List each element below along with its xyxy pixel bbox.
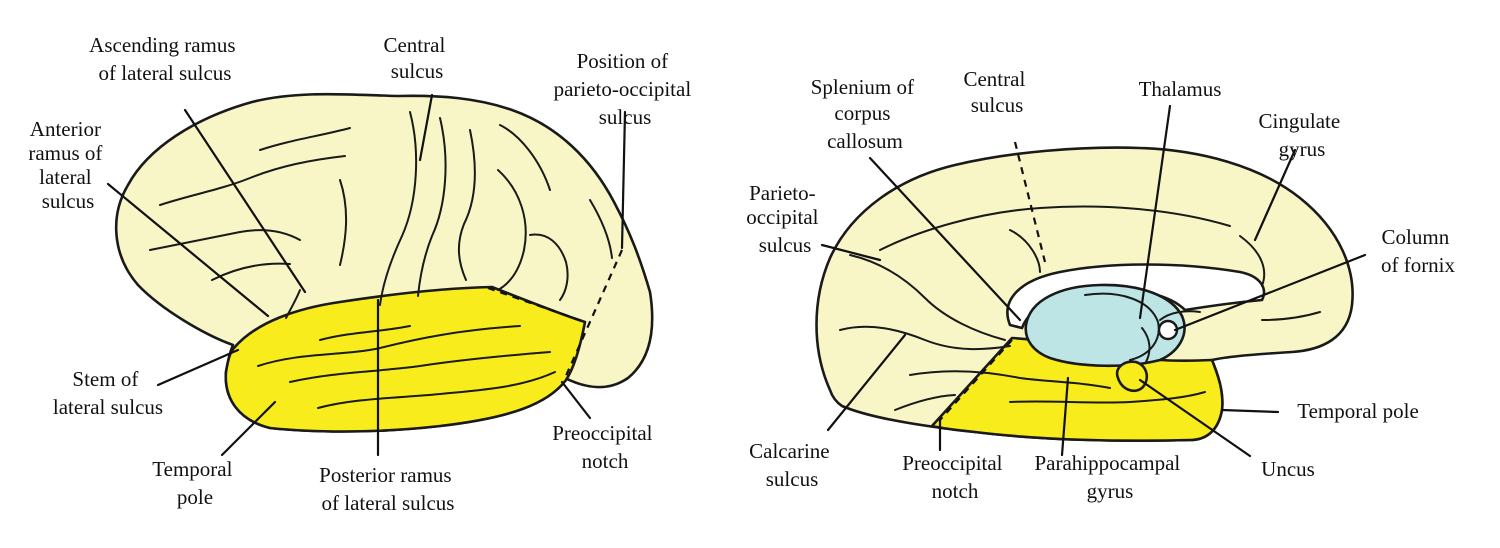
label-cingulate-gyrus: Cingulate gyrus xyxy=(1259,109,1346,161)
label-posterior-ramus: Posterior ramus of lateral sulcus xyxy=(319,463,457,515)
label-parahippocampal-gyrus: Parahippocampal gyrus xyxy=(1034,451,1185,503)
label-temporal-pole-medial: Temporal pole xyxy=(1297,399,1419,423)
label-preoccipital-notch-lateral: Preoccipital notch xyxy=(552,421,658,473)
label-column-of-fornix: Column of fornix xyxy=(1381,225,1456,277)
medial-labels: Splenium of corpus callosum Central sulc… xyxy=(746,67,1455,503)
label-temporal-pole-lateral: Temporal pole xyxy=(152,457,237,509)
uncus-shape xyxy=(1115,360,1149,392)
label-anterior-ramus: Anterior ramus of lateral sulcus xyxy=(28,117,107,213)
label-stem-lateral-sulcus: Stem of lateral sulcus xyxy=(53,367,163,419)
label-calcarine-sulcus: Calcarine sulcus xyxy=(749,439,835,491)
lateral-labels: Ascending ramus of lateral sulcus Centra… xyxy=(28,33,697,515)
label-parieto-occipital-sulcus: Parieto- occipital sulcus xyxy=(746,181,824,257)
label-thalamus: Thalamus xyxy=(1139,77,1222,101)
label-central-sulcus-medial: Central sulcus xyxy=(963,67,1030,117)
label-preoccipital-notch-medial: Preoccipital notch xyxy=(902,451,1008,503)
label-splenium: Splenium of corpus callosum xyxy=(811,75,920,153)
label-central-sulcus-lateral: Central sulcus xyxy=(383,33,450,83)
lateral-view xyxy=(106,92,654,457)
label-ascending-ramus: Ascending ramus of lateral sulcus xyxy=(89,33,241,85)
medial-view xyxy=(815,104,1367,458)
label-uncus: Uncus xyxy=(1261,457,1315,481)
lateral-temporal-lobe xyxy=(224,285,587,433)
label-parieto-occipital-position: Position of parieto-occipital sulcus xyxy=(554,49,697,129)
